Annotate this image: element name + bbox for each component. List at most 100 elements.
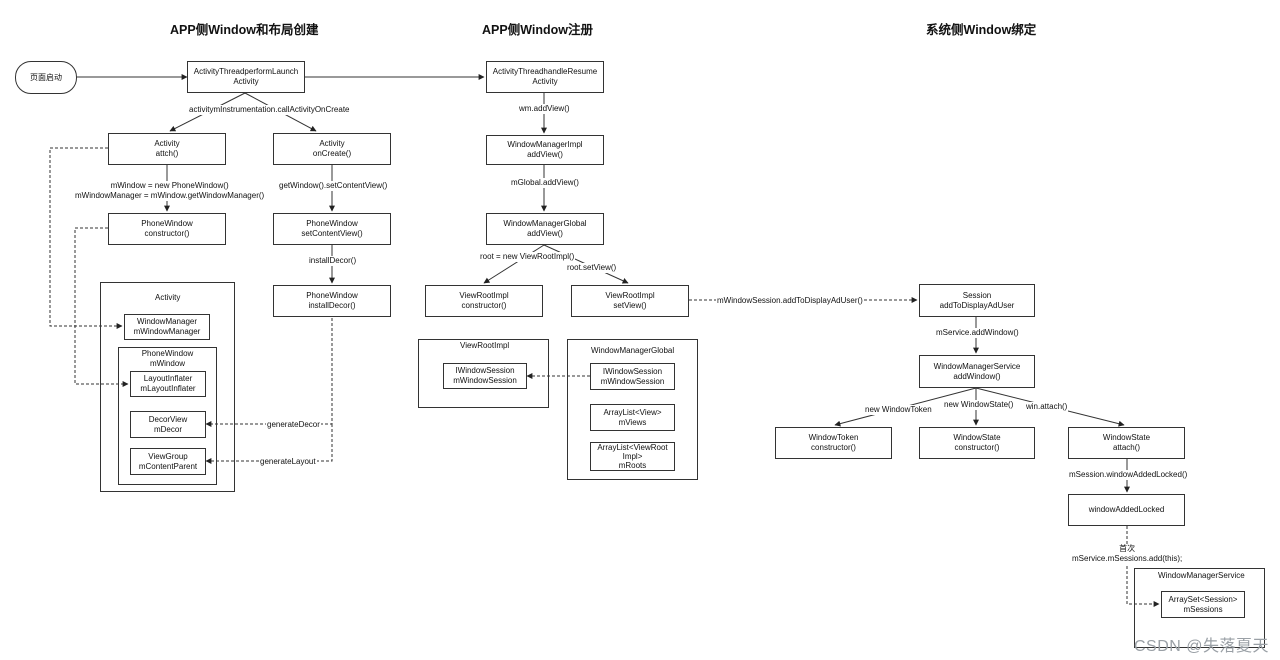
csdn-watermark: CSDN @失落夏天 [1134, 638, 1270, 655]
decor-view-line1: DecorView [148, 414, 188, 424]
token-ctor-line1: WindowToken [808, 433, 859, 442]
perform-launch-line2: Activity [233, 77, 259, 86]
edge-label-call-oncreate: activitymInstrumentation.callActivityOnC… [188, 105, 351, 115]
phonewindow-title-line2: mWindow [149, 359, 186, 368]
edge-label-get-window: getWindow().setContentView() [278, 181, 389, 191]
window-added-locked-box: windowAddedLocked [1068, 494, 1185, 526]
wmglobal-line2: addView() [527, 229, 563, 238]
token-ctor-line2: constructor() [811, 443, 856, 452]
wmglobal-session-line1: IWindowSession [602, 366, 663, 376]
edge-label-new-phonewindow-line2: mWindowManager = mWindow.getWindowManage… [75, 191, 265, 200]
layout-inflater-line1: LayoutInflater [143, 374, 193, 383]
edge-label-generate-decor: generateDecor [266, 420, 321, 430]
activity-oncreate-line2: onCreate() [312, 149, 352, 158]
phonewindow-setcontentview-line2: setContentView() [301, 229, 363, 238]
edge-label-new-viewroot: root = new ViewRootImpl() [479, 252, 576, 262]
viewroot-setview-line1: ViewRootImpl [605, 291, 655, 300]
viewroot-setview-line2: setView() [613, 301, 647, 310]
edge-label-install-decor: installDecor() [308, 256, 358, 266]
wmglobal-roots-line2: Impl> [622, 452, 643, 461]
edge-label-first-time-line1: 首次 [1119, 544, 1136, 553]
edge-label-new-phonewindow-line1: mWindow = new PhoneWindow() [110, 181, 229, 190]
wms-addwindow-line1: WindowManagerService [933, 361, 1021, 371]
wmglobal-views-line1: ArrayList<View> [603, 407, 662, 417]
phonewindow-setcontentview-box: PhoneWindow setContentView() [273, 213, 391, 245]
wmimpl-line2: addView() [527, 150, 563, 159]
edge-label-new-phonewindow: mWindow = new PhoneWindow() mWindowManag… [74, 181, 266, 201]
wms-sessions-line1: ArraySet<Session> [1168, 594, 1238, 604]
activity-container-title: Activity [155, 293, 181, 302]
window-state-constructor-box: WindowState constructor() [919, 427, 1035, 459]
phonewindow-constructor-line1: PhoneWindow [141, 219, 193, 228]
edge-label-first-time: 首次 mService.mSessions.add(this); [1071, 544, 1184, 564]
edge-installdecor-to-viewgroup [205, 424, 333, 464]
phonewindow-title-line1: PhoneWindow [141, 349, 194, 358]
viewrootimpl-container [418, 339, 549, 408]
handle-resume-activity-box: ActivityThreadhandleResume Activity [486, 61, 604, 93]
wmglobal-line1: WindowManagerGlobal [503, 219, 587, 228]
window-added-locked-line1: windowAddedLocked [1088, 505, 1165, 514]
session-line2: addToDisplayAdUser [939, 300, 1015, 310]
phonewindow-installdecor-line2: installDecor() [308, 301, 356, 310]
session-add-to-display-box: Session addToDisplayAdUser [919, 284, 1035, 317]
state-ctor-line2: constructor() [954, 443, 1000, 452]
perform-launch-line1: ActivityThreadperformLaunch [193, 67, 299, 76]
state-ctor-line1: WindowState [953, 433, 1001, 442]
phonewindow-installdecor-box: PhoneWindow installDecor() [273, 285, 391, 317]
viewrootimpl-container-title: ViewRootImpl [460, 341, 510, 350]
viewrootimpl-constructor-box: ViewRootImpl constructor() [425, 285, 543, 317]
wms-addwindow-line2: addWindow() [953, 371, 1001, 381]
phonewindow-constructor-line2: constructor() [144, 229, 190, 238]
activity-oncreate-line1: Activity [319, 139, 345, 148]
perform-launch-activity-box: ActivityThreadperformLaunch Activity [187, 61, 305, 93]
edge-wmglobal-to-viewroot-ctor [483, 244, 545, 284]
header-system-window-binding: 系统侧Window绑定 [926, 23, 1037, 37]
state-attach-line2: attach() [1112, 443, 1141, 452]
handle-resume-line1: ActivityThreadhandleResume [492, 67, 598, 76]
window-manager-line1: WindowManager [136, 317, 198, 326]
phonewindow-setcontentview-line1: PhoneWindow [306, 219, 358, 228]
start-node: 页面启动 [15, 61, 77, 94]
window-manager-service-container [1134, 568, 1265, 648]
wmglobal-session-line2: mWindowSession [600, 376, 665, 386]
window-manager-global-container [567, 339, 698, 480]
viewrootimpl-session-field-box: IWindowSession mWindowSession [443, 363, 527, 389]
edge-label-service-addwindow: mService.addWindow() [935, 328, 1020, 338]
edge-label-new-state: new WindowState() [943, 400, 1015, 410]
decor-view-field-box: DecorView mDecor [130, 411, 206, 438]
start-node-label: 页面启动 [30, 72, 62, 82]
activity-attach-line1: Activity [154, 139, 180, 148]
viewroot-session-line1: IWindowSession [455, 366, 515, 375]
header-app-window-creation: APP侧Window和布局创建 [170, 23, 319, 37]
edge-label-global-addview: mGlobal.addView() [510, 178, 580, 188]
wmglobal-views-field-box: ArrayList<View> mViews [590, 404, 675, 431]
decor-view-line2: mDecor [153, 424, 182, 434]
session-line1: Session [962, 290, 992, 300]
window-manager-global-container-title: WindowManagerGlobal [591, 346, 675, 355]
window-token-constructor-box: WindowToken constructor() [775, 427, 892, 459]
activity-attach-line2: attch() [155, 149, 179, 158]
window-manager-field-box: WindowManager mWindowManager [124, 314, 210, 340]
layout-inflater-line2: mLayoutInflater [140, 384, 196, 393]
window-manager-service-container-title: WindowManagerService [1158, 571, 1245, 580]
phonewindow-container-title: PhoneWindow mWindow [118, 349, 217, 369]
wmglobal-session-field-box: IWindowSession mWindowSession [590, 363, 675, 390]
phonewindow-installdecor-line1: PhoneWindow [306, 291, 358, 300]
wms-sessions-field-box: ArraySet<Session> mSessions [1161, 591, 1245, 618]
edge-phonewindow-to-inflater [74, 227, 129, 387]
activity-attach-box: Activity attch() [108, 133, 226, 165]
header-app-window-register: APP侧Window注册 [482, 23, 593, 37]
state-attach-line1: WindowState [1102, 433, 1151, 442]
viewroot-session-line2: mWindowSession [453, 376, 517, 385]
window-manager-impl-addview-box: WindowManagerImpl addView() [486, 135, 604, 165]
edge-label-generate-layout: generateLayout [259, 457, 317, 467]
window-manager-service-addwindow-box: WindowManagerService addWindow() [919, 355, 1035, 388]
layout-inflater-field-box: LayoutInflater mLayoutInflater [130, 371, 206, 397]
wmglobal-views-line2: mViews [618, 417, 647, 427]
viewroot-ctor-line1: ViewRootImpl [459, 291, 509, 300]
edge-label-win-attach: win.attach() [1025, 402, 1069, 412]
view-group-field-box: ViewGroup mContentParent [130, 448, 206, 475]
activity-oncreate-box: Activity onCreate() [273, 133, 391, 165]
wms-sessions-line2: mSessions [1183, 604, 1223, 614]
edge-label-wm-addview: wm.addView() [518, 104, 571, 114]
